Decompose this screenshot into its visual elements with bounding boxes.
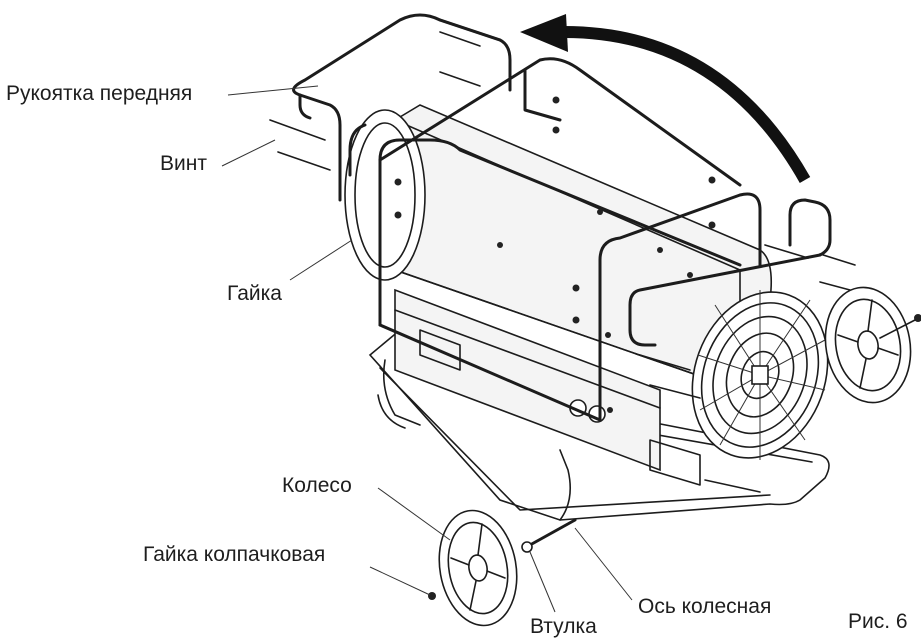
rear-handle-part	[628, 198, 832, 347]
label-front-handle: Рукоятка передняя	[6, 82, 193, 105]
label-wheel-axle: Ось колесная	[638, 595, 772, 618]
label-screw: Винт	[160, 152, 207, 175]
label-wheel: Колесо	[282, 474, 352, 497]
figure-number: Рис. 6	[848, 610, 908, 633]
label-nut: Гайка	[227, 282, 282, 305]
rotation-arrow	[520, 14, 811, 183]
axle-parts	[428, 449, 577, 600]
right-wheel	[824, 286, 916, 404]
screws	[269, 31, 856, 399]
front-handle-part	[292, 13, 512, 202]
leader-lines	[221, 85, 633, 613]
fan-guard	[691, 290, 829, 460]
label-bushing: Втулка	[530, 615, 597, 638]
frame-rails	[348, 57, 762, 422]
label-cap-nut: Гайка колпачковая	[143, 543, 326, 566]
left-wheel	[438, 509, 518, 627]
